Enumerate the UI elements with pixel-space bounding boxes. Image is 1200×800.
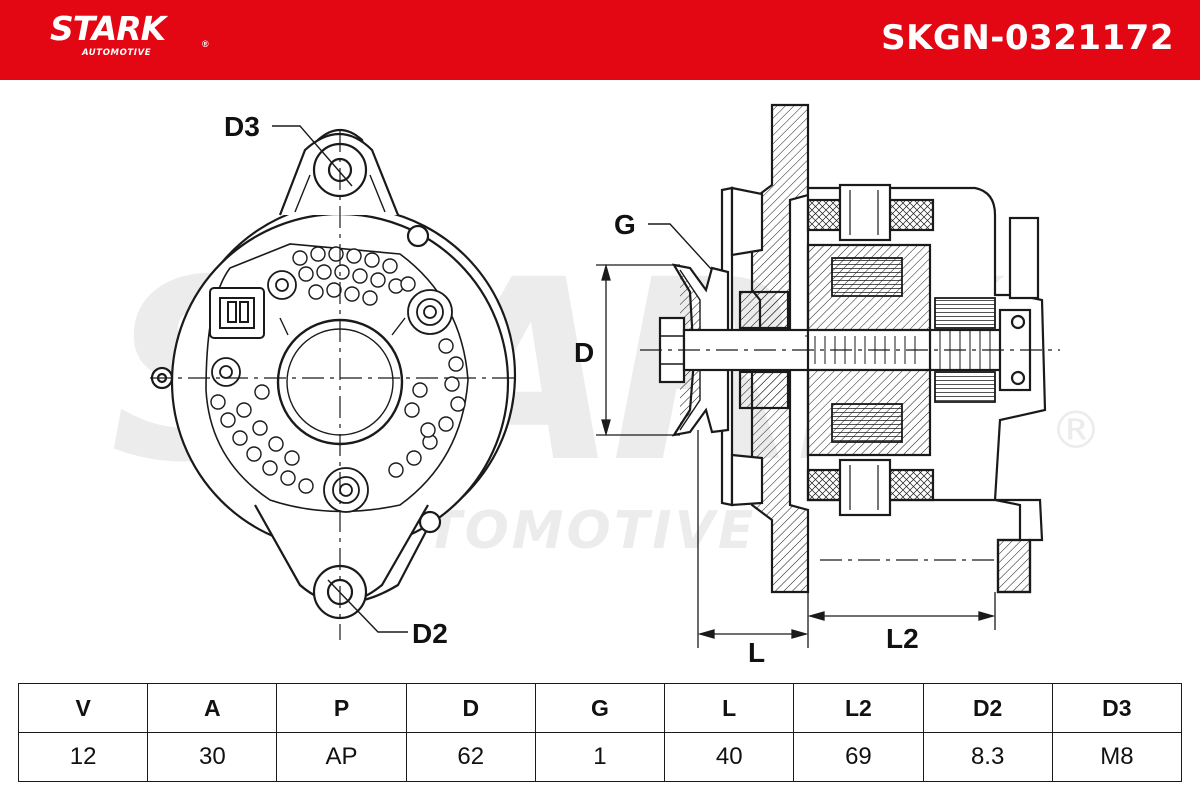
spec-header-cell: L (664, 683, 795, 733)
d2-leader (327, 579, 408, 633)
alternator-drawing: D3 D2 G D L L2 (150, 103, 1060, 668)
spec-value-cell: 69 (793, 732, 924, 782)
watermark-reg: ® (1050, 401, 1100, 461)
spec-table: V A P D G L L2 D2 D3 12 30 AP 62 1 40 69… (17, 683, 1183, 782)
part-code: SKGN-0321172 (881, 18, 1174, 58)
brush-holder-bottom (934, 371, 996, 403)
rear-connector (1008, 216, 1040, 300)
label-l: L (748, 637, 765, 668)
label-d2: D2 (412, 618, 448, 649)
spec-value-cell: 62 (405, 732, 536, 782)
spec-header-row: V A P D G L L2 D2 D3 (17, 683, 1183, 733)
spec-header-cell: V (17, 683, 149, 733)
spec-value-row: 12 30 AP 62 1 40 69 8.3 M8 (17, 732, 1183, 782)
spec-value-cell: AP (276, 732, 407, 782)
spec-value-cell: 8.3 (922, 732, 1053, 782)
label-d: D (574, 337, 594, 368)
brand-subtitle: AUTOMOTIVE (82, 48, 152, 58)
spec-value-cell: 1 (534, 732, 666, 782)
label-g: G (614, 209, 636, 240)
d3-leader (272, 125, 353, 187)
label-d3: D3 (224, 111, 260, 142)
spec-value-cell: M8 (1051, 732, 1183, 782)
g-leader (648, 223, 713, 271)
field-coil-top (831, 257, 903, 297)
brand-name: STARK (50, 9, 166, 48)
spec-header-cell: P (276, 683, 407, 733)
spec-value-cell: 40 (664, 732, 795, 782)
spec-header-cell: A (147, 683, 278, 733)
brush-holder-top (934, 297, 996, 329)
center-lines (150, 130, 520, 640)
ventilation-holes (210, 246, 466, 494)
spec-header-cell: D3 (1051, 683, 1183, 733)
field-coil-bottom (831, 403, 903, 443)
spec-value-cell: 12 (17, 732, 149, 782)
terminal-connector (209, 287, 265, 339)
label-l2: L2 (886, 623, 919, 654)
front-bearing (738, 290, 790, 330)
section-view (640, 103, 1060, 594)
spec-value-cell: 30 (147, 732, 278, 782)
header-bar: STARK ® AUTOMOTIVE SKGN-0321172 (0, 0, 1200, 80)
dimension-labels: D3 D2 G D L L2 (224, 111, 919, 668)
terminal-studs (211, 270, 453, 513)
spec-header-cell: L2 (793, 683, 924, 733)
spec-header-cell: D (405, 683, 536, 733)
dimension-lines (596, 263, 996, 648)
brand-logo: STARK ® AUTOMOTIVE (50, 9, 209, 59)
brand-registered-mark: ® (202, 39, 209, 49)
rear-view (150, 125, 520, 640)
spec-header-cell: G (534, 683, 666, 733)
spec-header-cell: D2 (922, 683, 1053, 733)
